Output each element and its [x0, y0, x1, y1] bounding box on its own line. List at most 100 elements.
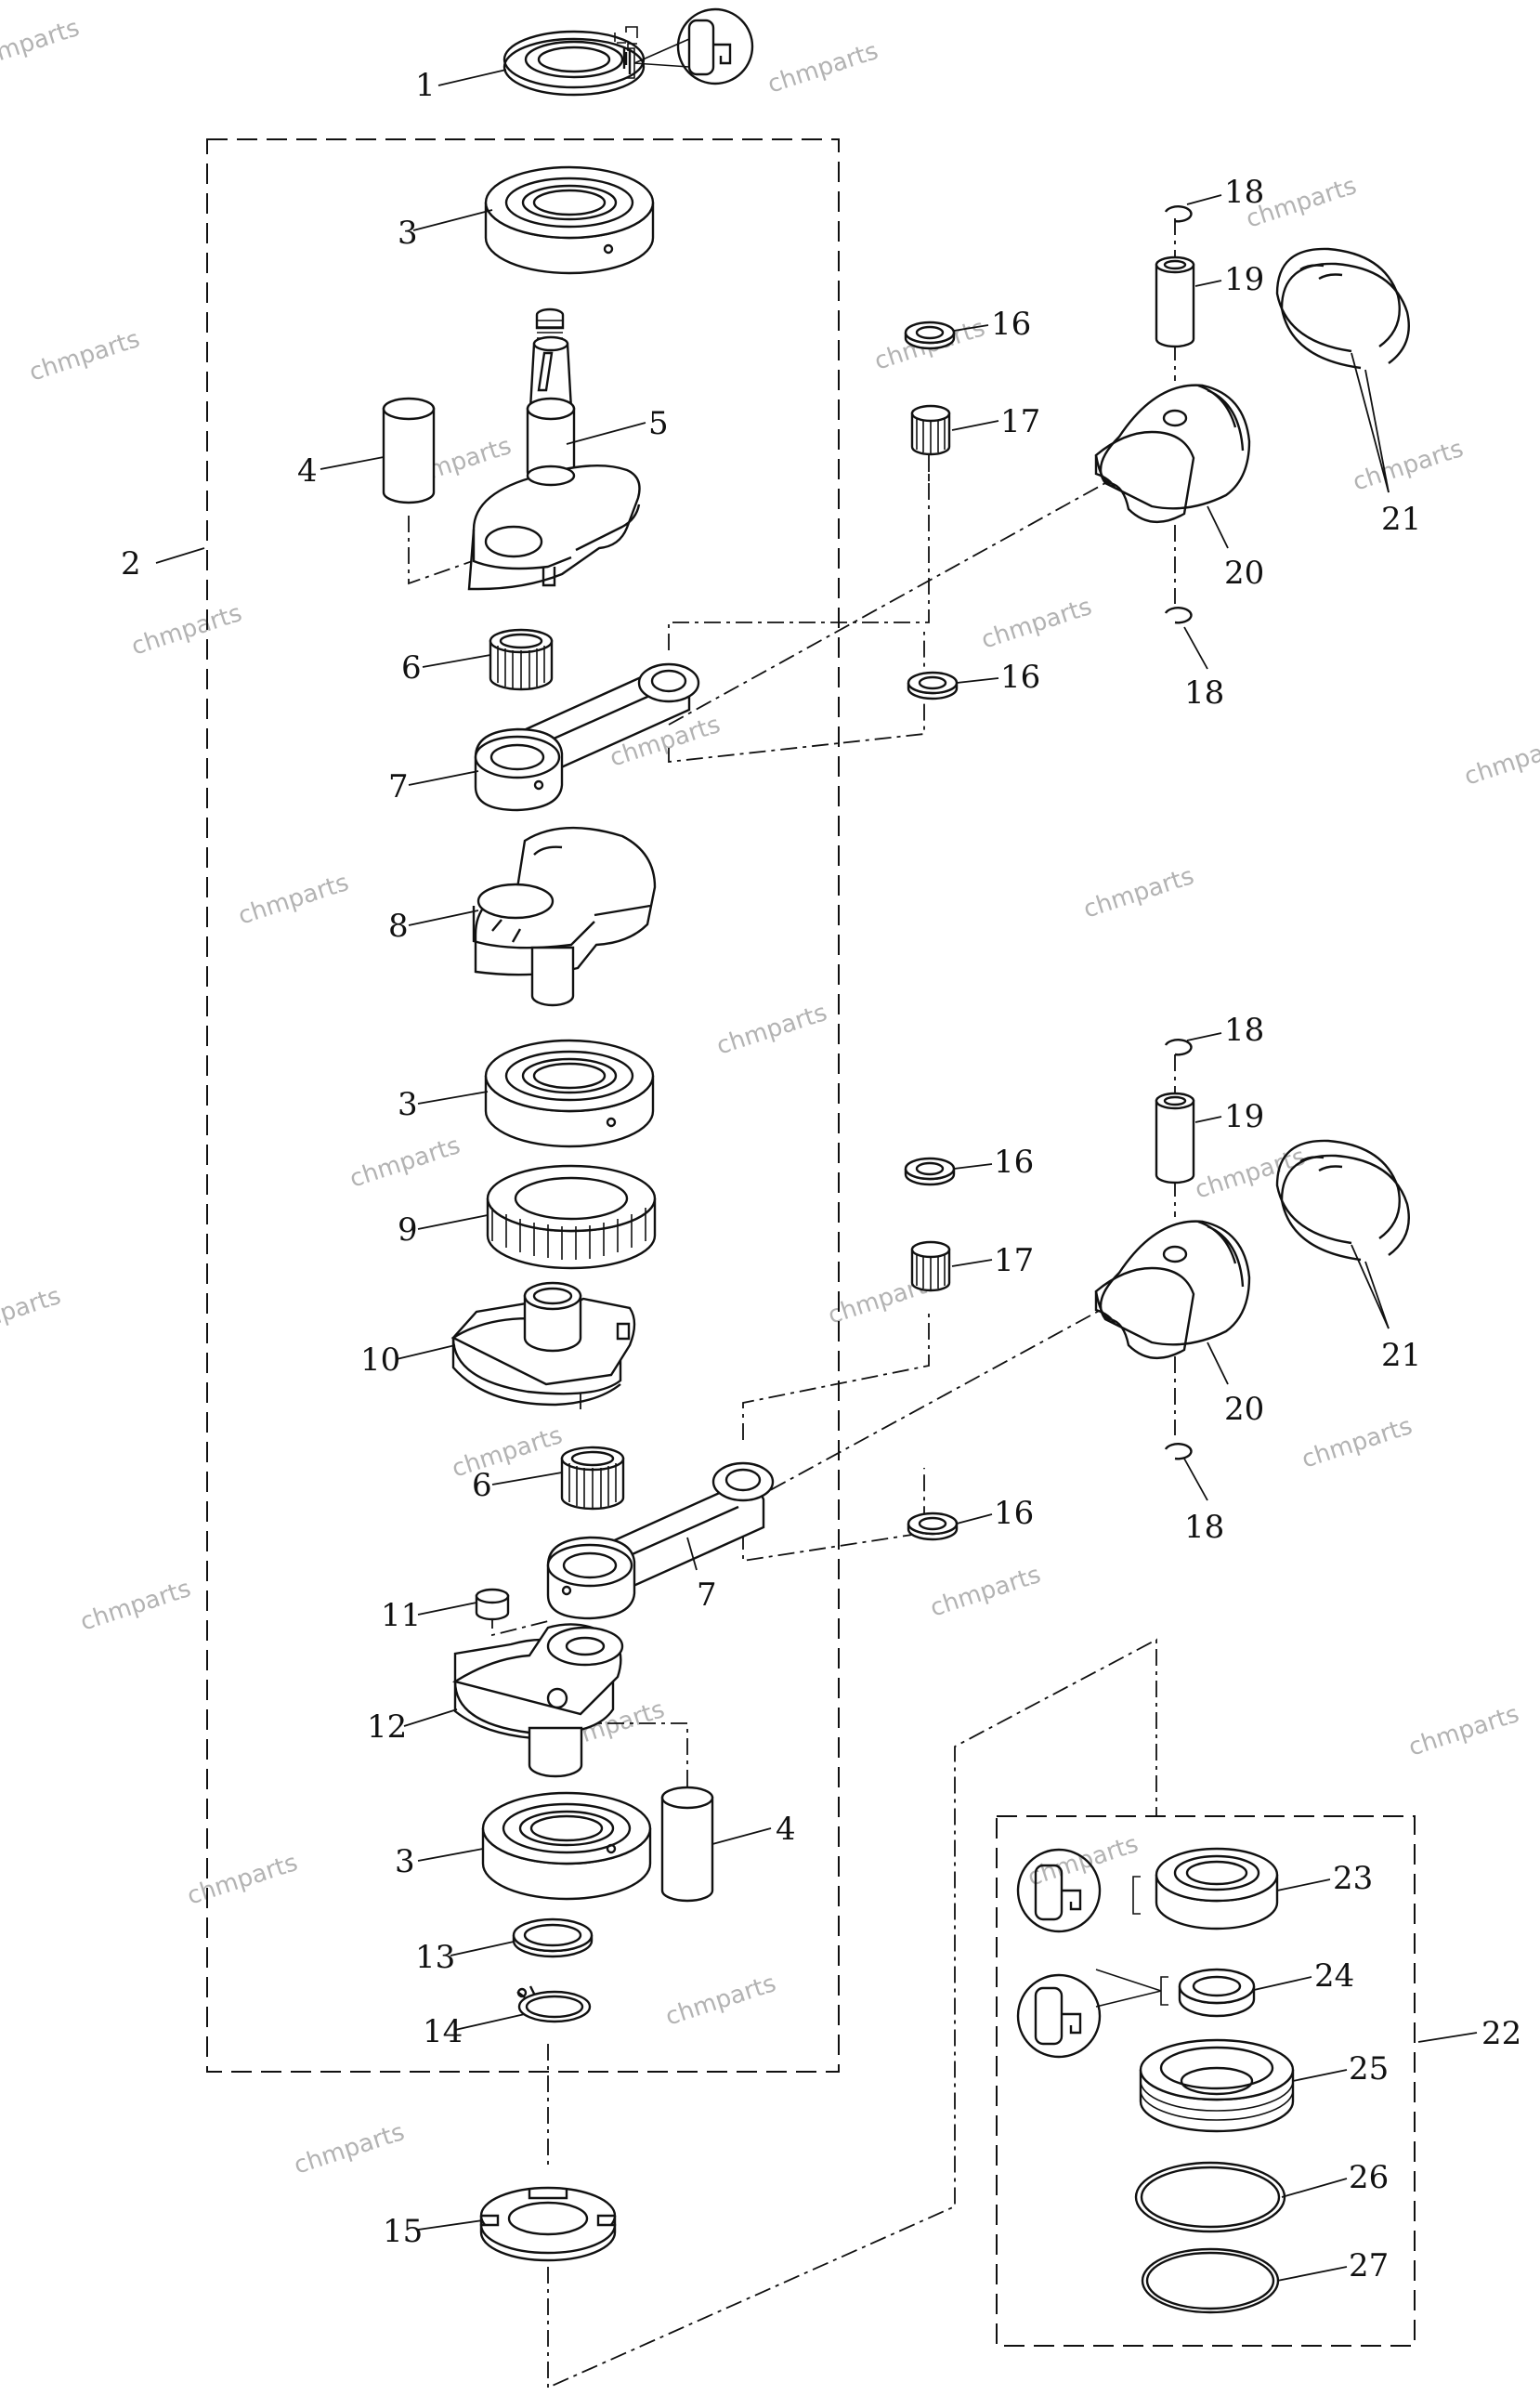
part-20-piston-b — [1094, 1220, 1251, 1360]
callout-21: 21 — [1381, 501, 1421, 538]
part-14-circlip — [516, 1985, 592, 2023]
part-20-piston-a — [1094, 384, 1251, 524]
callout-5: 5 — [648, 405, 669, 442]
watermark: chmparts — [0, 14, 83, 76]
watermark: chmparts — [713, 999, 830, 1061]
part-7-connecting-rod-top — [474, 662, 700, 812]
part-19-piston-pin-b — [1155, 1092, 1195, 1184]
part-21-piston-rings-b — [1275, 1139, 1410, 1262]
callout-18: 18 — [1224, 174, 1264, 211]
watermark: chmparts — [184, 1849, 301, 1911]
callout-1: 1 — [415, 67, 436, 104]
part-15-thrust-plate — [479, 2186, 617, 2262]
callout-22: 22 — [1481, 2015, 1521, 2052]
callout-19: 19 — [1224, 261, 1264, 298]
callout-7: 7 — [697, 1577, 717, 1614]
callout-25: 25 — [1349, 2050, 1389, 2087]
callout-17: 17 — [1000, 403, 1040, 440]
part-16-washer-d — [907, 1512, 959, 1541]
group-box-2 — [206, 138, 840, 2073]
callout-6: 6 — [472, 1467, 492, 1504]
callout-4: 4 — [776, 1811, 796, 1848]
watermark: chmparts — [1405, 1700, 1522, 1762]
callout-16: 16 — [1000, 659, 1040, 696]
part-3-ball-bearing-top — [484, 165, 655, 275]
callout-16: 16 — [994, 1144, 1034, 1181]
part-16-washer-b — [907, 671, 959, 700]
callout-16: 16 — [994, 1495, 1034, 1532]
callout-21: 21 — [1381, 1337, 1421, 1374]
watermark: chmparts — [26, 325, 143, 387]
part-19-piston-pin-a — [1155, 255, 1195, 348]
leader-lines — [155, 69, 1478, 2282]
callout-15: 15 — [383, 2213, 423, 2250]
watermark: chmparts — [346, 1132, 463, 1194]
callout-4: 4 — [297, 452, 318, 490]
callout-2: 2 — [121, 545, 141, 582]
watermark: chmparts — [764, 37, 881, 99]
part-3-ball-bearing-bottom — [481, 1791, 652, 1901]
callout-16: 16 — [991, 306, 1031, 343]
part-25-seal-housing — [1139, 2038, 1295, 2133]
part-17-needle-bearing-a — [910, 404, 951, 456]
detail-magnifier-seal-1 — [625, 7, 754, 85]
part-18-circlip-d — [1164, 1443, 1193, 1460]
detail-magnifier-seal-24 — [1016, 1969, 1168, 2059]
part-12-lower-crank-web — [451, 1623, 624, 1778]
callout-12: 12 — [367, 1708, 407, 1746]
detail-magnifier-seal-23 — [1016, 1848, 1141, 1933]
part-10-crank-web — [450, 1281, 636, 1407]
watermark: chmparts — [978, 593, 1095, 655]
callout-24: 24 — [1314, 1957, 1354, 1995]
part-26-o-ring — [1134, 2161, 1286, 2233]
watermark: chmparts — [1192, 1143, 1309, 1205]
part-24-small-seal — [1178, 1968, 1256, 2018]
part-18-circlip-b — [1164, 607, 1193, 624]
part-4-crank-pin-lower — [660, 1786, 714, 1903]
part-4-crank-pin-top — [382, 397, 436, 504]
watermark: chmparts — [1461, 729, 1540, 792]
group-box-22 — [996, 1815, 1416, 2347]
callout-7: 7 — [388, 768, 409, 805]
callout-3: 3 — [395, 1843, 415, 1880]
watermark: chmparts — [662, 1970, 779, 2032]
callout-numbers: 1 2 3 4 5 6 7 8 3 9 10 6 7 11 12 4 3 13 … — [121, 67, 1521, 2284]
watermark: chmparts — [1299, 1412, 1416, 1474]
part-9-knurled-ring — [486, 1164, 657, 1270]
part-23-oil-seal — [1155, 1847, 1279, 1930]
callout-14: 14 — [423, 2013, 463, 2050]
watermark: chmparts — [927, 1561, 1044, 1623]
part-6-needle-bearing-top — [489, 628, 554, 691]
part-16-washer-a — [904, 321, 956, 350]
watermark: chmparts — [128, 599, 245, 661]
part-17-needle-bearing-b — [910, 1240, 951, 1292]
callout-3: 3 — [398, 215, 418, 252]
callout-19: 19 — [1224, 1098, 1264, 1135]
part-7-connecting-rod-lower — [546, 1461, 775, 1620]
callout-20: 20 — [1224, 1391, 1264, 1428]
callout-18: 18 — [1184, 1509, 1224, 1546]
watermark: chmparts — [1350, 435, 1467, 497]
callout-26: 26 — [1349, 2159, 1389, 2196]
watermark: chmparts — [0, 1282, 64, 1344]
callout-11: 11 — [381, 1597, 421, 1634]
callout-27: 27 — [1349, 2247, 1389, 2284]
watermark: chmparts — [291, 2118, 408, 2180]
part-16-washer-c — [904, 1157, 956, 1186]
part-1-oil-seal — [502, 26, 646, 97]
part-18-circlip-a — [1164, 205, 1193, 223]
callout-20: 20 — [1224, 555, 1264, 592]
callout-8: 8 — [388, 908, 409, 945]
callout-10: 10 — [360, 1341, 400, 1379]
part-13-washer — [512, 1917, 594, 1958]
part-11-small-pin — [475, 1588, 510, 1621]
watermark: chmparts — [235, 869, 352, 931]
callout-9: 9 — [398, 1211, 418, 1249]
part-5-upper-crankshaft — [467, 308, 641, 591]
callout-18: 18 — [1224, 1012, 1264, 1049]
callout-13: 13 — [415, 1939, 455, 1976]
part-18-circlip-c — [1164, 1039, 1193, 1056]
callout-18: 18 — [1184, 674, 1224, 712]
part-6-needle-bearing-lower — [560, 1446, 625, 1511]
